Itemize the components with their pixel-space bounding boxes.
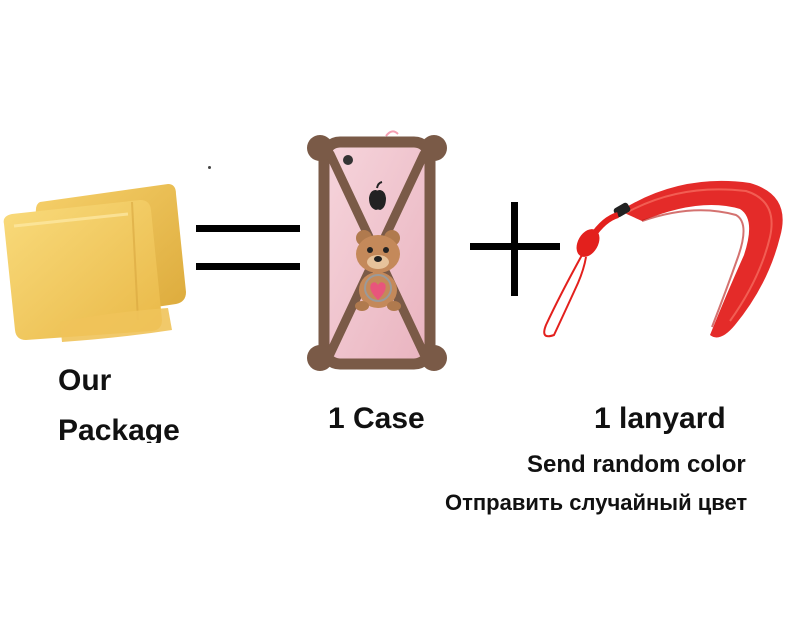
random-color-label: Send random color <box>527 451 746 478</box>
red-lanyard-image <box>543 180 783 338</box>
envelope-image <box>3 184 187 342</box>
package-label: Package <box>58 416 180 443</box>
equals-sign <box>196 225 300 270</box>
lanyard-label: 1 lanyard <box>594 402 726 435</box>
our-label: Our <box>58 364 112 397</box>
random-color-russian-label: Отправить случайный цвет <box>445 490 748 515</box>
plus-sign <box>470 202 560 296</box>
case-label: 1 Case <box>328 402 425 435</box>
bear-phone-case-image <box>307 130 447 371</box>
speck-dot <box>208 166 211 169</box>
